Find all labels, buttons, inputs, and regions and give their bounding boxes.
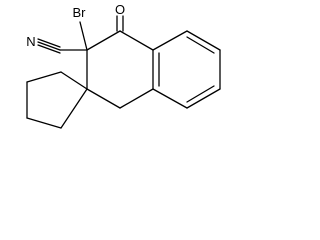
ring-inner-double-bond [186,85,215,103]
carbonyl-group: O [115,2,125,32]
aromatic-ring [152,30,221,109]
bromine-label: Br [73,5,87,20]
ring-bond [60,88,88,129]
ring-inner-double-bond [186,36,215,54]
oxygen-label: O [115,2,125,17]
structural-formula: O Br N [26,2,221,129]
ring-bond [86,88,121,109]
nitrogen-label: N [26,34,35,49]
bromine-bond [79,21,88,51]
bromo-substituent: Br [73,5,88,51]
ring-bond [152,30,188,51]
ring-bond [60,71,88,90]
ring-bond [86,30,121,51]
ring-bond [119,30,154,51]
molecule-canvas: O Br N [0,0,228,160]
nitrile-group: N [26,34,88,54]
ring-bond [152,88,188,109]
triple-bond-line [37,44,61,54]
cyclopentane-ring [26,71,88,129]
triple-bond-line [37,38,61,48]
ring-bond [186,88,221,109]
ring-bond [26,71,62,83]
ketone-ring [86,30,154,109]
ring-bond [119,88,154,109]
triple-bond-line [37,41,61,51]
ring-bond [186,30,221,51]
ring-bond [26,117,62,129]
